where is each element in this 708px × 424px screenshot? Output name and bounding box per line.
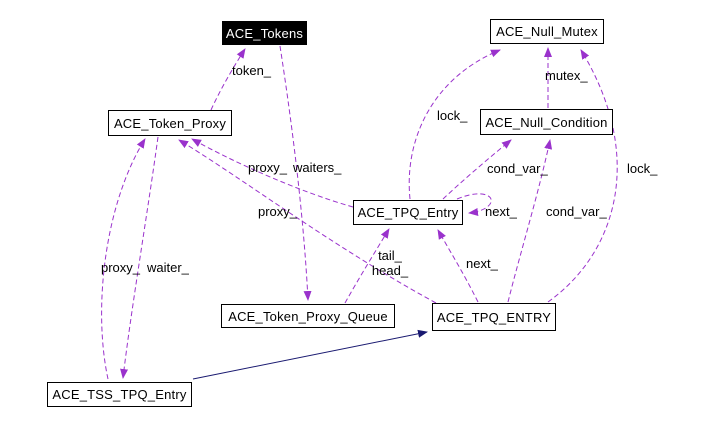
class-node-ace-null-condition[interactable]: ACE_Null_Condition	[480, 109, 613, 135]
class-node-ace-tokens[interactable]: ACE_Tokens	[222, 21, 307, 45]
edge-lock-from-tpq-ENTRY	[547, 49, 618, 303]
edge-waiters	[279, 45, 312, 301]
class-node-ace-null-mutex[interactable]: ACE_Null_Mutex	[490, 19, 604, 44]
edge-waiter	[120, 136, 159, 379]
class-node-ace-tpq-entry[interactable]: ACE_TPQ_Entry	[353, 200, 463, 225]
edge-token	[210, 48, 246, 111]
edge-tail-head	[344, 228, 390, 304]
edge-lock-from-tpq-entry	[408, 49, 501, 200]
edge-next-from-tpq-ENTRY	[437, 229, 479, 303]
edge-label-cond-var-upper: cond_var_	[487, 161, 548, 176]
edge-label-token: token_	[232, 63, 272, 78]
edge-label-mutex: mutex_	[545, 68, 588, 83]
edge-proxy-from-tpq-ENTRY	[178, 139, 437, 304]
edge-label-proxy-bottom: proxy_	[101, 260, 141, 275]
edge-label-next-lower: next_	[466, 256, 498, 271]
edge-label-lock-left: lock_	[437, 108, 468, 123]
edge-label-waiter: waiter_	[147, 260, 189, 275]
edge-cond-var-from-tpq-entry	[442, 139, 512, 200]
class-node-ace-token-proxy[interactable]: ACE_Token_Proxy	[108, 110, 232, 136]
edge-proxy-from-tpq-entry	[191, 138, 354, 208]
edge-next-self-loop	[456, 193, 492, 216]
edge-label-lock-right: lock_	[627, 161, 658, 176]
edge-label-tail-head: tail_ head_	[371, 248, 409, 278]
class-node-ace-tpq-entry-caps[interactable]: ACE_TPQ_ENTRY	[432, 303, 556, 331]
edge-cond-var-from-tpq-ENTRY	[507, 139, 553, 303]
edge-label-proxy-middle: proxy_	[258, 204, 298, 219]
class-node-ace-tss-tpq-entry[interactable]: ACE_TSS_TPQ_Entry	[47, 382, 192, 407]
edge-inheritance	[192, 329, 428, 380]
edge-label-cond-var-lower: cond_var_	[546, 204, 607, 219]
edge-label-next-self: next_	[485, 204, 517, 219]
class-node-ace-token-proxy-queue[interactable]: ACE_Token_Proxy_Queue	[221, 304, 395, 328]
edge-proxy-from-tss	[101, 138, 146, 380]
edge-label-proxy-upper: proxy_	[248, 160, 288, 175]
edge-label-waiters: waiters_	[293, 160, 342, 175]
